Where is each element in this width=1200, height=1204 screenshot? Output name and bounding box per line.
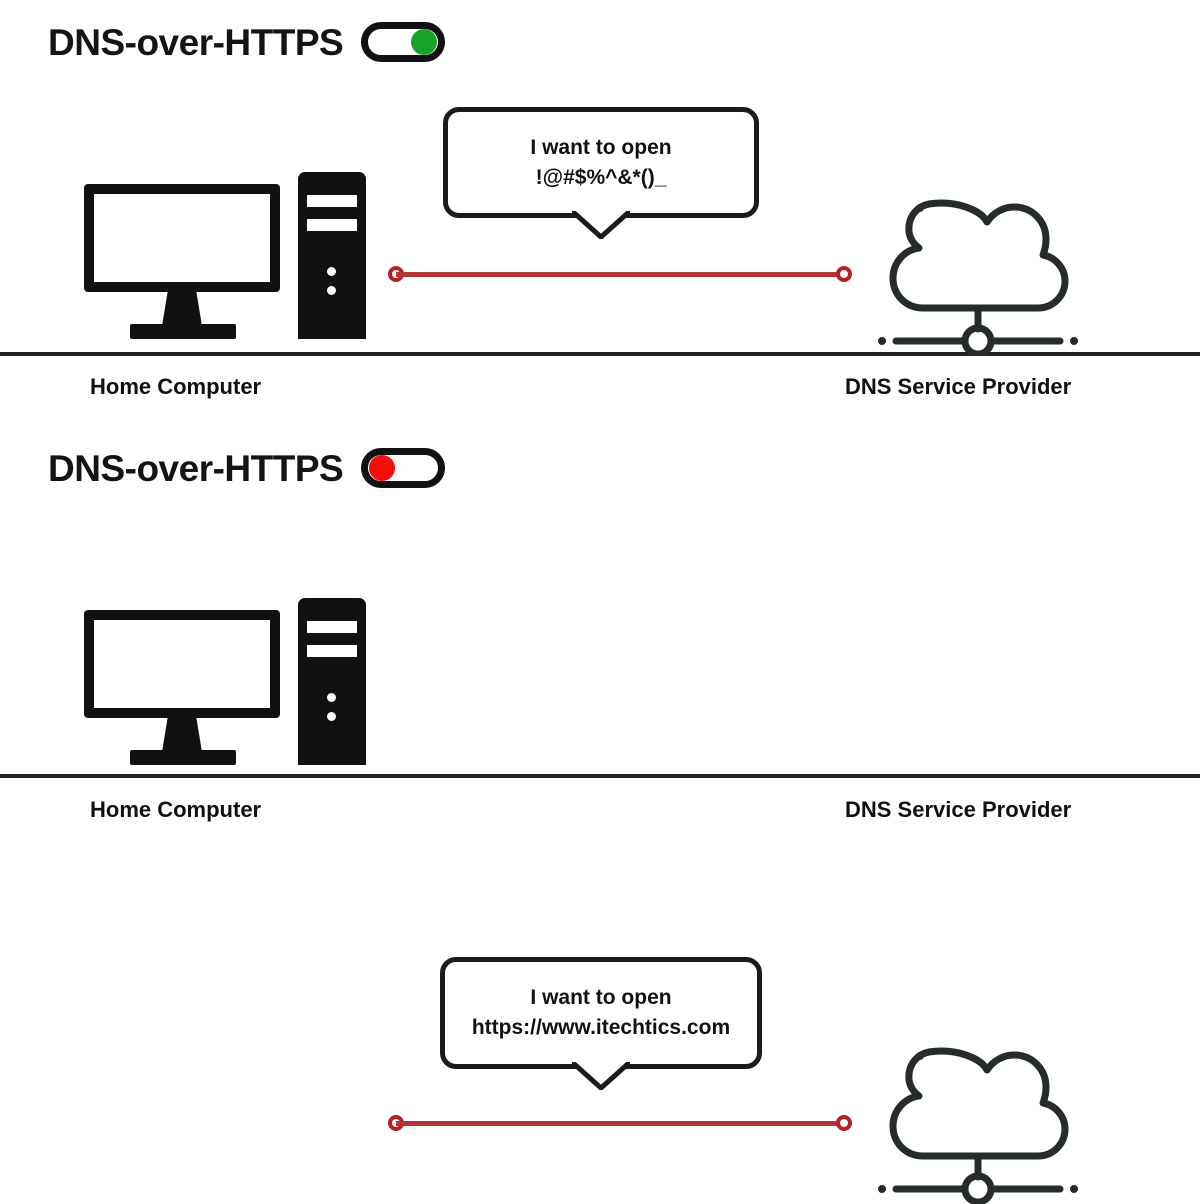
ground-baseline [0,352,1200,356]
panel-doh-enabled: DNS-over-HTTPS I want to open !@#$%^&*()… [0,0,1200,425]
doh-toggle-switch-off[interactable] [361,448,446,488]
connection-wire [396,1120,844,1126]
cloud-network-icon [866,196,1090,356]
speech-bubble-tail-icon [572,211,630,239]
bubble-line-1: I want to open [530,986,672,1010]
heading-row-doh-disabled: DNS-over-HTTPS [48,447,446,489]
dns-query-connection-line [388,1114,852,1132]
heading-row-doh-enabled: DNS-over-HTTPS [48,21,446,63]
tower-activity-indicator [327,286,336,295]
speech-bubble-tail-icon [572,1062,630,1090]
doh-toggle-switch-on[interactable] [361,22,446,62]
speech-bubble-encrypted-query: I want to open !@#$%^&*()_ [443,107,759,239]
connection-node-right [836,266,852,282]
panel-title: DNS-over-HTTPS [48,21,344,63]
monitor-screen [84,610,280,718]
panel-doh-disabled: DNS-over-HTTPS I want to open https://ww… [0,426,1200,1204]
computer-tower [298,598,366,765]
monitor-neck [162,718,202,752]
tower-drive-slot-2 [307,219,357,231]
toggle-knob-on [411,29,438,55]
toggle-knob-off [369,455,396,481]
cloud-network-icon [866,1044,1090,1204]
monitor-base [130,324,236,339]
desktop-computer-icon [84,172,374,352]
tower-activity-indicator [327,712,336,721]
caption-dns-service-provider: DNS Service Provider [845,797,1072,822]
monitor-screen [84,184,280,292]
tower-drive-slot-1 [307,621,357,633]
monitor-base [130,750,236,765]
tower-power-indicator [327,267,336,276]
bubble-line-2: !@#$%^&*()_ [535,165,667,189]
connection-wire [396,271,844,277]
tower-drive-slot-1 [307,195,357,207]
dns-query-connection-line [388,265,852,283]
speech-bubble-plaintext-query: I want to open https://www.itechtics.com [440,957,762,1090]
caption-home-computer: Home Computer [90,374,262,399]
caption-dns-service-provider: DNS Service Provider [845,374,1072,399]
monitor-neck [162,292,202,326]
connection-node-right [836,1115,852,1131]
tower-drive-slot-2 [307,645,357,657]
panel-title: DNS-over-HTTPS [48,447,344,489]
tower-power-indicator [327,693,336,702]
bubble-line-1: I want to open [530,135,672,159]
bubble-line-2: https://www.itechtics.com [471,1016,731,1039]
ground-baseline [0,774,1200,778]
caption-home-computer: Home Computer [90,797,262,822]
desktop-computer-icon [84,598,374,778]
computer-tower [298,172,366,339]
